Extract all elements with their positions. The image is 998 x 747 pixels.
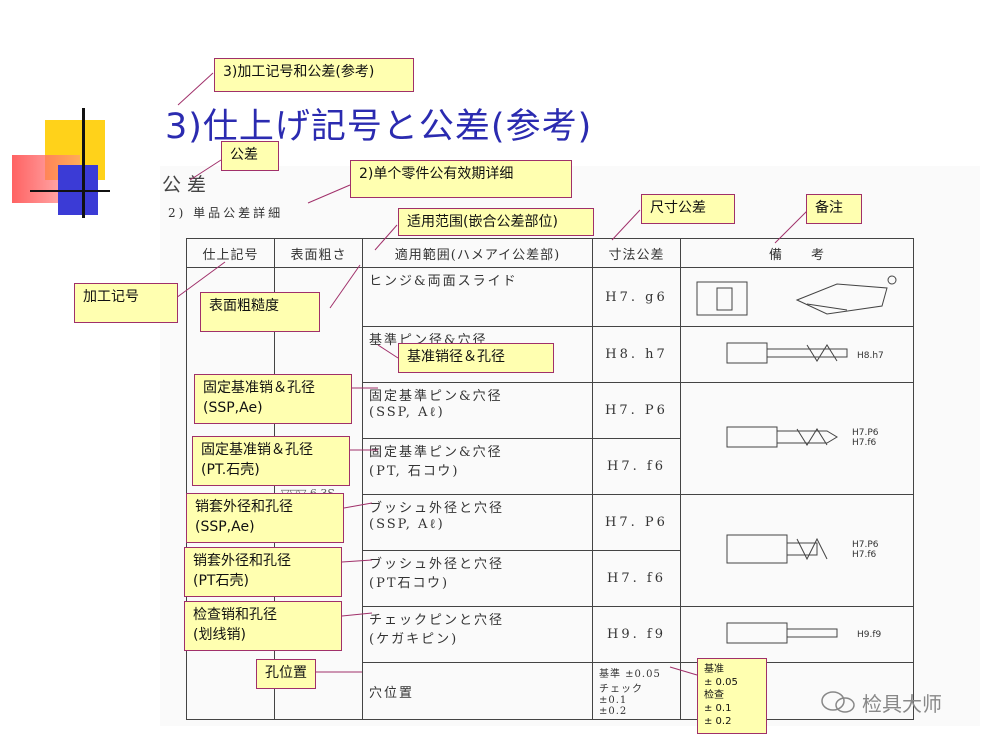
callout-roughness: 表面粗糙度: [200, 292, 320, 332]
application-cell: チェックピンと穴径 (ケガキピン): [362, 606, 593, 663]
pin-label: H8.h7: [857, 351, 884, 361]
callout-bush-ssp: 销套外径和孔径 (SSP,Ae): [186, 493, 344, 543]
table-row: 固定基準ピン&穴径 (PT, 石コウ) H7. f6: [187, 438, 914, 495]
application-cell: ブッシュ外径と穴径 (PT石コウ): [362, 550, 593, 607]
tolerance-cell: H7. f6: [592, 550, 681, 607]
col-header-roughness: 表面粗さ: [274, 238, 363, 268]
table-row: ブッシュ外径と穴径 (PT石コウ) H7. f6: [187, 550, 914, 607]
callout-detail: 2)单个零件公有效期详细: [350, 160, 572, 198]
pin-drawing: H8.h7: [726, 342, 884, 363]
callout-tolerance: 公差: [221, 141, 279, 171]
callout-bush-pt: 销套外径和孔径 (PT石壳): [184, 547, 342, 597]
col-header-finish: 仕上記号: [186, 238, 275, 268]
scan-heading: 公差: [162, 174, 213, 196]
slide-title: 3)仕上げ記号と公差(参考): [165, 107, 593, 147]
application-cell: ブッシュ外径と穴径 (SSP, Aℓ): [362, 494, 593, 551]
tolerance-cell: H7. P6: [592, 382, 681, 439]
scan-subheading: 2) 単品公差詳細: [168, 206, 284, 220]
table-row: チェックピンと穴径 (ケガキピン) H9. f9 H9.f9: [187, 606, 914, 663]
remark-drawing-pin: H8.h7: [680, 326, 914, 383]
callout-check-pin: 检查销和孔径 (划线销): [184, 601, 342, 651]
application-cell: 穴位置: [362, 662, 593, 720]
tolerance-cell: H7. f6: [592, 438, 681, 495]
callout-ref-pin: 基准销径＆孔径: [398, 343, 554, 373]
application-cell: 固定基準ピン&穴径 (SSP, Aℓ): [362, 382, 593, 439]
decor-vertical-line: [82, 108, 85, 218]
tolerance-cell: 基準 ±0.05 チェック ±0.1 ±0.2: [592, 662, 681, 720]
callout-dim-tol: 尺寸公差: [641, 194, 735, 224]
callout-fixed-pin-ssp: 固定基准销＆孔径 (SSP,Ae): [194, 374, 352, 424]
callout-remarks: 备注: [806, 194, 862, 224]
check-pin-drawing: H9.f9: [726, 622, 882, 643]
callout-range: 适用范围(嵌合公差部位): [398, 208, 594, 236]
tolerance-cell: H7. P6: [592, 494, 681, 551]
callout-title: 3)加工记号和公差(参考): [214, 58, 414, 92]
tolerance-cell: H9. f9: [592, 606, 681, 663]
decor-horizontal-line: [30, 190, 110, 192]
check-pin-label: H9.f9: [857, 630, 882, 640]
col-header-application: 適用範囲(ハメアイ公差部): [362, 238, 593, 268]
tolerance-cell: H7. g6: [592, 267, 681, 327]
application-cell: 固定基準ピン&穴径 (PT, 石コウ): [362, 438, 593, 495]
watermark-text: 检具大师: [862, 692, 942, 716]
callout-fixed-pin-pt: 固定基准销＆孔径 (PT.石壳): [192, 436, 350, 486]
tolerance-table: 仕上記号 表面粗さ 適用範囲(ハメアイ公差部) 寸法公差 備 考 ▽▽▽ 6.3…: [186, 238, 914, 720]
table-row: 穴位置 基準 ±0.05 チェック ±0.1 ±0.2: [187, 662, 914, 720]
hinge-drawing: [696, 275, 897, 316]
callout-finish-mark: 加工记号: [74, 283, 178, 323]
col-header-remarks: 備 考: [680, 238, 914, 268]
chat-bubble-icon: [821, 691, 855, 713]
callout-hole-note: 基准 ± 0.05 检查 ± 0.1 ± 0.2: [697, 658, 767, 734]
callout-hole-position: 孔位置: [256, 659, 316, 689]
